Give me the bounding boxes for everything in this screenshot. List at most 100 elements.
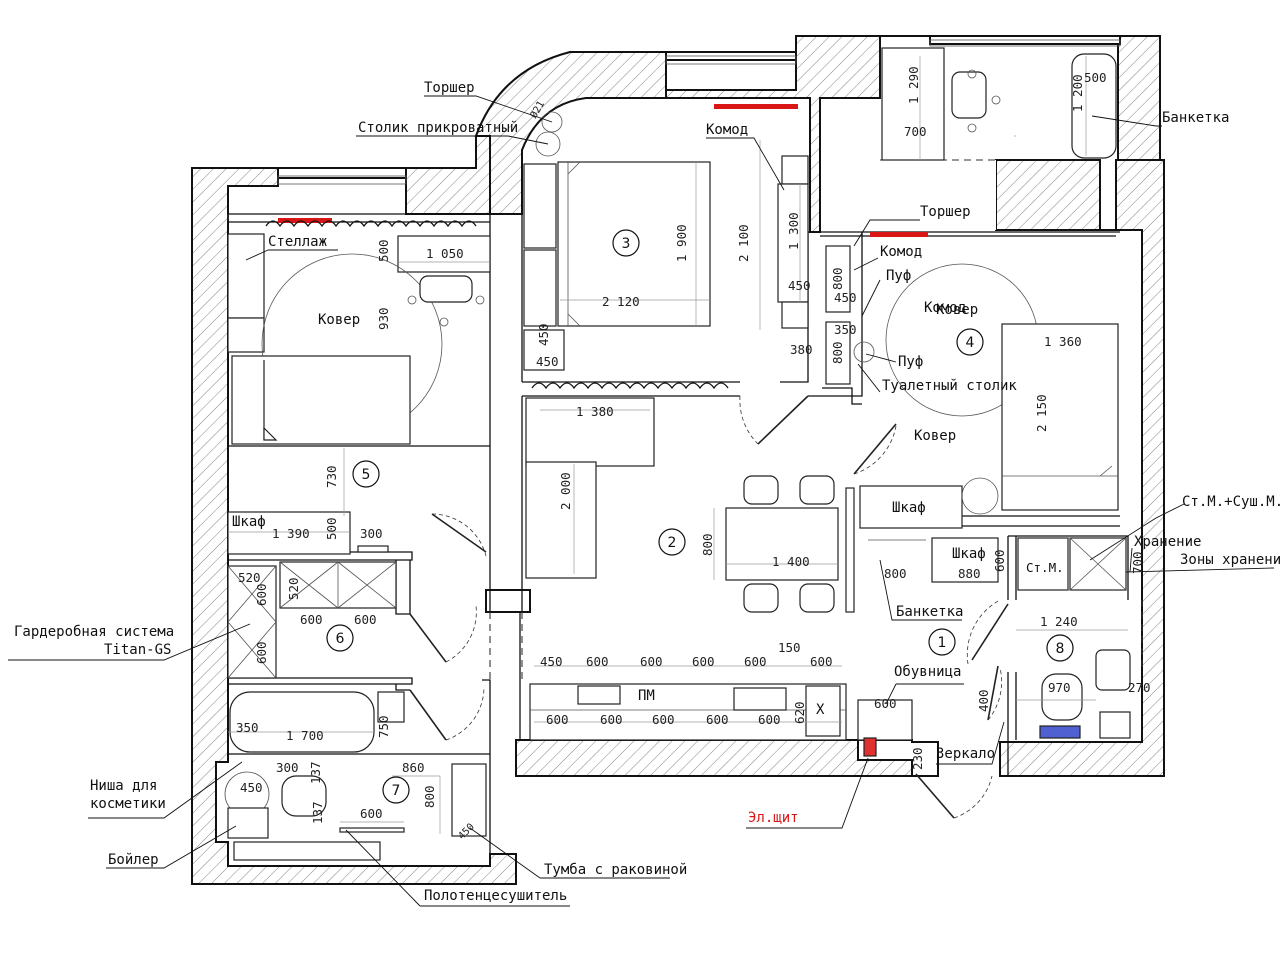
label-wardrobe-system-1: Гардеробная система (14, 624, 174, 640)
label-washer-dryer: Ст.М.+Суш.М. (1182, 494, 1280, 510)
label-washer: Ст.М. (1026, 560, 1064, 575)
dresser-room3 (777, 183, 809, 303)
wardrobe-hall (931, 537, 999, 583)
svg-text:700: 700 (1130, 551, 1145, 574)
label-storage-zones: Зоны хранения (1180, 552, 1280, 568)
svg-text:600: 600 (992, 549, 1007, 572)
sofa (525, 461, 597, 579)
label-wardrobe-hall: Шкаф (952, 546, 986, 562)
svg-text:2 100: 2 100 (736, 224, 751, 262)
svg-text:3: 3 (622, 236, 631, 252)
svg-text:230: 230 (910, 747, 925, 770)
room-2-marker: 2 (658, 528, 686, 556)
svg-text:450: 450 (240, 780, 263, 795)
svg-text:1 240: 1 240 (1040, 614, 1078, 629)
svg-text:520: 520 (238, 570, 261, 585)
chairs (743, 475, 835, 613)
dresser-room4 (825, 245, 851, 313)
svg-text:500: 500 (324, 517, 339, 540)
label-boiler: Бойлер (108, 852, 159, 868)
toilet-bath (281, 775, 327, 817)
furniture (224, 47, 1131, 861)
svg-text:600: 600 (744, 654, 767, 669)
svg-text:600: 600 (254, 641, 269, 664)
label-dressing-table: Туалетный столик (882, 378, 1017, 394)
svg-text:350: 350 (834, 322, 857, 337)
room-3-marker: 3 (612, 229, 640, 257)
bench-top (1071, 53, 1117, 159)
label-rug-room4: Ковер (914, 428, 956, 444)
label-dresser-overlap: Комод (924, 300, 966, 316)
svg-text:600: 600 (652, 712, 675, 727)
desk-top (881, 47, 945, 161)
svg-text:700: 700 (904, 124, 927, 139)
svg-text:800: 800 (884, 566, 907, 581)
svg-text:350: 350 (236, 720, 259, 735)
shoe-cabinet (857, 699, 913, 741)
wardrobe-room4 (859, 485, 963, 529)
wardrobe-room5 (227, 511, 351, 555)
svg-text:4: 4 (966, 335, 975, 351)
svg-text:137: 137 (308, 761, 323, 784)
chair-room5 (407, 275, 485, 327)
svg-text:1 700: 1 700 (286, 728, 324, 743)
svg-text:800: 800 (830, 341, 845, 364)
svg-text:600: 600 (692, 654, 715, 669)
svg-text:450: 450 (536, 354, 559, 369)
pouf (853, 341, 875, 363)
label-rug-room5: Ковер (318, 312, 360, 328)
svg-text:1 300: 1 300 (786, 212, 801, 250)
furniture-labels: Торшер Столик прикроватный Комод Банкетк… (14, 80, 1280, 904)
curtains (265, 220, 729, 390)
label-bedside-table: Столик прикроватный (358, 120, 518, 136)
svg-text:7: 7 (392, 783, 401, 799)
room-1-marker: 1 (928, 628, 956, 656)
svg-text:8: 8 (1056, 641, 1065, 657)
svg-text:450: 450 (540, 654, 563, 669)
chair-top (951, 69, 1001, 133)
label-towel-warmer: Полотенцесушитель (424, 888, 567, 904)
svg-text:600: 600 (600, 712, 623, 727)
svg-text:137: 137 (310, 801, 325, 824)
label-dresser-room3: Комод (706, 122, 748, 138)
svg-text:600: 600 (254, 583, 269, 606)
svg-text:730: 730 (324, 465, 339, 488)
windows (277, 39, 1121, 185)
svg-text:880: 880 (958, 566, 981, 581)
room-4-marker: 4 (956, 328, 984, 356)
svg-text:500: 500 (376, 239, 391, 262)
label-storage: Хранение (1134, 534, 1201, 550)
label-pouf-1: Пуф (886, 268, 911, 284)
svg-text:1 050: 1 050 (426, 246, 464, 261)
bedside-table (535, 131, 561, 157)
svg-text:450: 450 (788, 278, 811, 293)
svg-text:1 380: 1 380 (576, 404, 614, 419)
svg-text:1: 1 (938, 635, 947, 651)
svg-text:930: 930 (376, 307, 391, 330)
label-wardrobe-room4: Шкаф (892, 500, 926, 516)
svg-text:800: 800 (422, 785, 437, 808)
svg-text:450: 450 (536, 323, 551, 346)
svg-text:1 200: 1 200 (1070, 74, 1085, 112)
svg-text:750: 750 (376, 715, 391, 738)
svg-text:600: 600 (706, 712, 729, 727)
desk-room5 (397, 235, 491, 273)
label-shelving: Стеллаж (268, 234, 328, 250)
label-rug-overlap: Ковер (936, 302, 978, 318)
label-vanity: Тумба с раковиной (544, 862, 687, 878)
leader-lines (8, 95, 1275, 907)
svg-text:600: 600 (640, 654, 663, 669)
svg-text:6: 6 (336, 631, 345, 647)
svg-text:1 900: 1 900 (674, 224, 689, 262)
radiators (278, 104, 928, 237)
svg-text:600: 600 (360, 806, 383, 821)
svg-text:860: 860 (402, 760, 425, 775)
shelving-unit (227, 233, 265, 319)
sofa-part (525, 397, 655, 467)
svg-text:270: 270 (1128, 680, 1151, 695)
svg-text:600: 600 (810, 654, 833, 669)
label-bench-top: Банкетка (1162, 110, 1229, 126)
svg-text:800: 800 (830, 267, 845, 290)
svg-text:150: 150 (778, 640, 801, 655)
floor-lamp-room3 (541, 111, 563, 133)
